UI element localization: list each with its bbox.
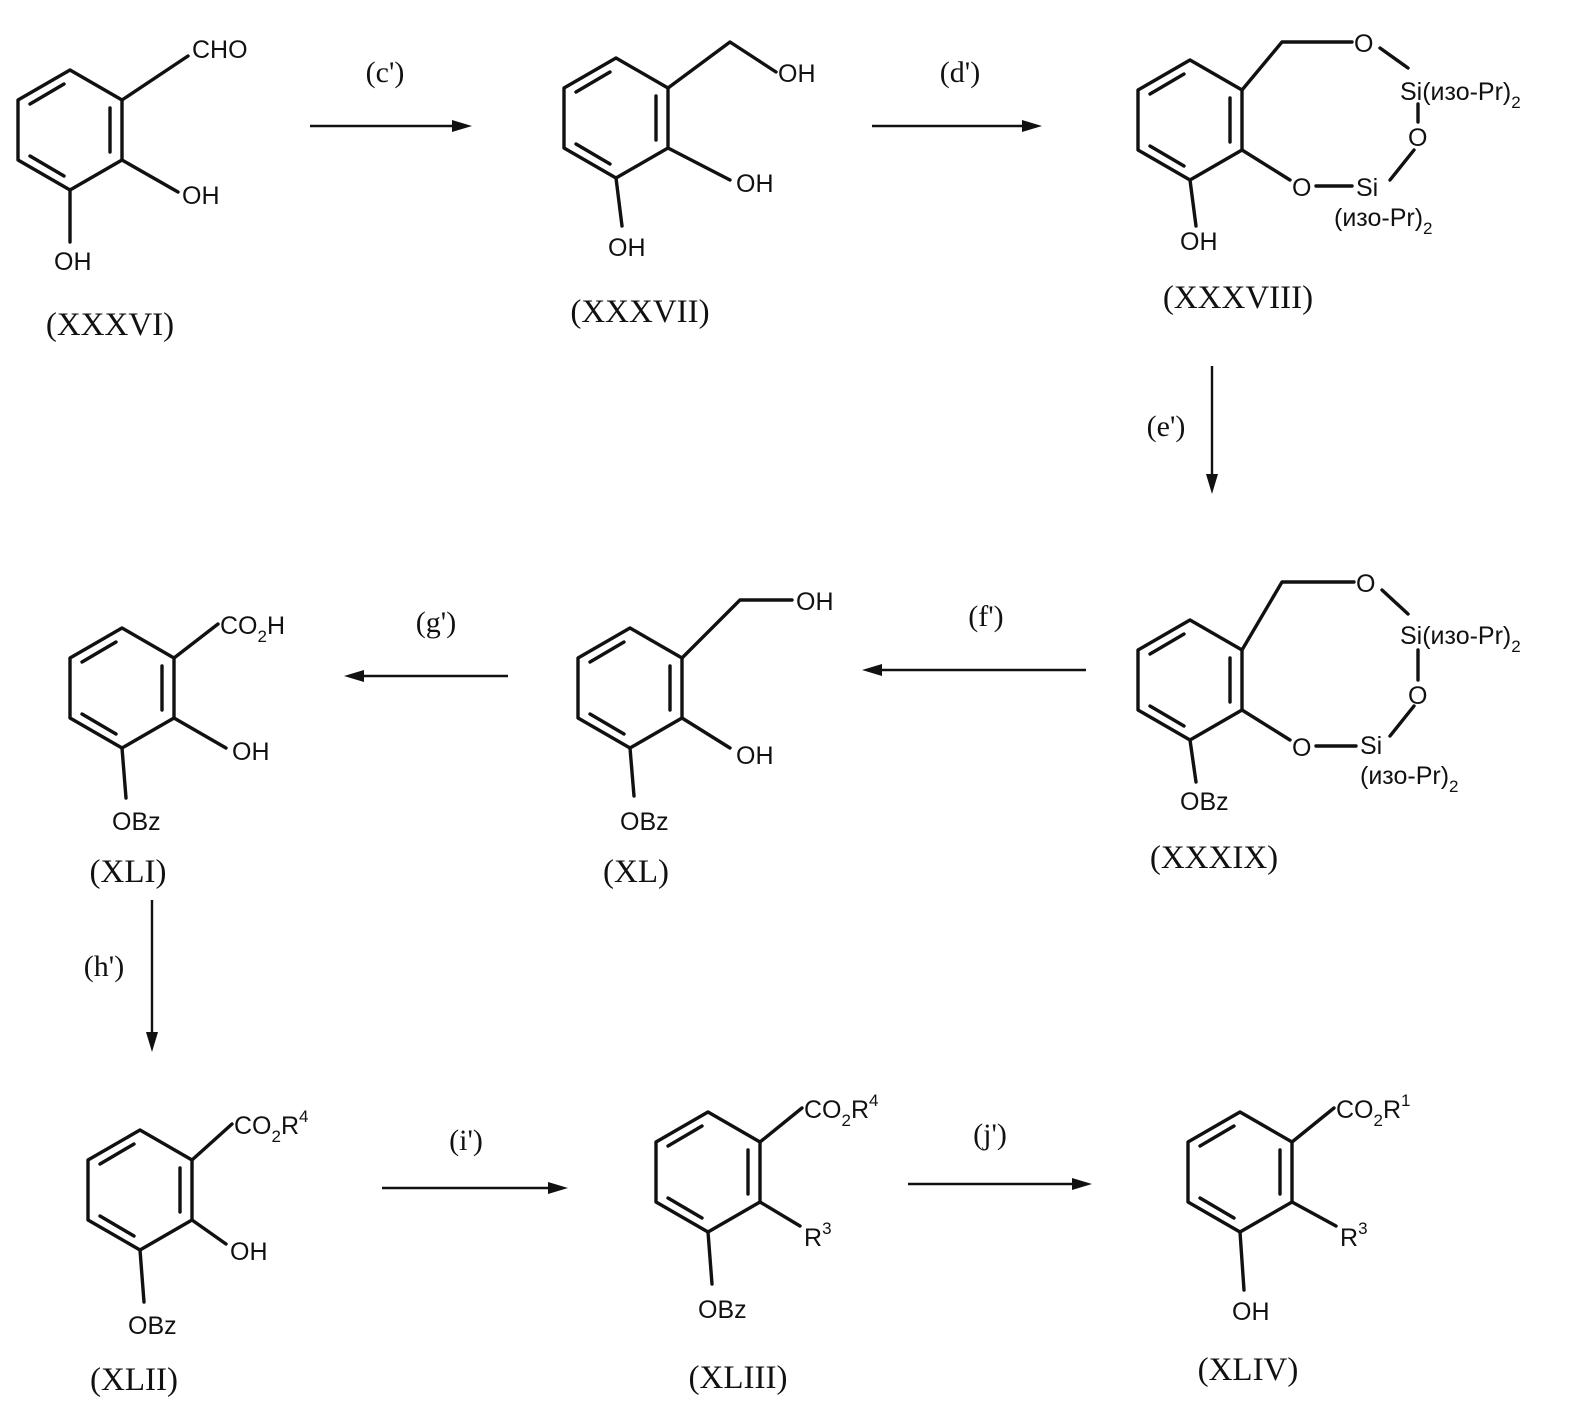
compound-XXXVII: OH OH OH (XXXVII) bbox=[564, 42, 816, 330]
iso-pr-label: (изо-Pr)2 bbox=[1360, 762, 1459, 796]
o-label: O bbox=[1356, 570, 1375, 598]
step-label-h: (h') bbox=[84, 950, 124, 983]
r3-label: R3 bbox=[804, 1219, 832, 1252]
benzene-ring bbox=[88, 1130, 192, 1250]
benzene-ring bbox=[1138, 620, 1242, 740]
step-label-j: (j') bbox=[973, 1118, 1007, 1151]
arrow-f: (f') bbox=[862, 600, 1086, 676]
cho-label: CHO bbox=[192, 36, 248, 64]
compound-id-XL: (XL) bbox=[603, 854, 669, 890]
oh-label: OH bbox=[232, 738, 270, 766]
benzene-ring bbox=[564, 58, 668, 178]
compound-id-XXXIX: (XXXIX) bbox=[1150, 840, 1278, 876]
compound-id-XLI: (XLI) bbox=[90, 854, 167, 890]
si-label: Si bbox=[1356, 174, 1378, 202]
compound-id-XXXVI: (XXXVI) bbox=[46, 307, 174, 343]
oh-label: OH bbox=[796, 588, 834, 616]
obz-label: OBz bbox=[1180, 788, 1229, 816]
o-label: O bbox=[1408, 124, 1427, 152]
co2r4-label: CO2R4 bbox=[804, 1091, 879, 1130]
oh-label: OH bbox=[736, 170, 774, 198]
obz-label: OBz bbox=[620, 808, 669, 836]
step-label-f: (f') bbox=[968, 600, 1003, 633]
o-label: O bbox=[1408, 682, 1427, 710]
oh-label: OH bbox=[1232, 1298, 1270, 1326]
oh-label: OH bbox=[182, 182, 220, 210]
step-label-g: (g') bbox=[416, 606, 456, 639]
o-label: O bbox=[1354, 30, 1373, 58]
o-label: O bbox=[1292, 174, 1311, 202]
arrow-j: (j') bbox=[908, 1118, 1092, 1190]
compound-XLIII: CO2R4 R3 OBz (XLIII) bbox=[656, 1091, 879, 1396]
compound-XXXVIII: O Si(изо-Pr)2 O O Si (изо-Pr)2 OH (XXXVI… bbox=[1138, 30, 1521, 316]
obz-label: OBz bbox=[128, 1312, 177, 1340]
si-label: Si bbox=[1360, 732, 1382, 760]
step-label-d: (d') bbox=[940, 56, 980, 89]
compound-XXXVI: CHO OH OH (XXXVI) bbox=[18, 36, 248, 343]
arrow-d: (d') bbox=[872, 56, 1042, 132]
compound-id-XLIII: (XLIII) bbox=[689, 1360, 788, 1396]
oh-label: OH bbox=[778, 60, 816, 88]
step-label-c: (c') bbox=[366, 56, 405, 89]
compound-id-XLIV: (XLIV) bbox=[1198, 1352, 1299, 1388]
oh-label: OH bbox=[608, 234, 646, 262]
compound-XL: OH OH OBz (XL) bbox=[578, 588, 834, 890]
compound-XLIV: CO2R1 R3 OH (XLIV) bbox=[1188, 1091, 1411, 1388]
co2r1-label: CO2R1 bbox=[1336, 1091, 1411, 1130]
compound-id-XXXVII: (XXXVII) bbox=[570, 294, 709, 330]
compound-XLI: CO2H OH OBz (XLI) bbox=[70, 612, 285, 890]
compound-XLII: CO2R4 OH OBz (XLII) bbox=[88, 1107, 309, 1398]
oh-label: OH bbox=[54, 248, 92, 276]
step-label-i: (i') bbox=[449, 1124, 483, 1157]
compound-id-XXXVIII: (XXXVIII) bbox=[1163, 280, 1313, 316]
obz-label: OBz bbox=[698, 1296, 747, 1324]
arrow-e: (e') bbox=[1147, 366, 1218, 494]
benzene-ring bbox=[656, 1112, 760, 1232]
co2h-label: CO2H bbox=[220, 612, 285, 646]
oh-label: OH bbox=[736, 742, 774, 770]
benzene-ring bbox=[1188, 1112, 1292, 1232]
r3-label: R3 bbox=[1340, 1219, 1368, 1252]
co2r4-label: CO2R4 bbox=[234, 1107, 309, 1146]
benzene-ring bbox=[1138, 60, 1242, 180]
arrow-g: (g') bbox=[344, 606, 508, 682]
benzene-ring bbox=[18, 70, 122, 190]
step-label-e: (e') bbox=[1147, 410, 1186, 443]
arrow-c: (c') bbox=[310, 56, 472, 132]
iso-pr-label: (изо-Pr)2 bbox=[1334, 204, 1433, 238]
oh-label: OH bbox=[230, 1238, 268, 1266]
benzene-ring bbox=[578, 628, 682, 748]
compound-XXXIX: O Si(изо-Pr)2 O O Si (изо-Pr)2 OBz (XXXI… bbox=[1138, 570, 1521, 876]
o-label: O bbox=[1292, 734, 1311, 762]
oh-label: OH bbox=[1180, 228, 1218, 256]
obz-label: OBz bbox=[112, 808, 161, 836]
arrow-i: (i') bbox=[382, 1124, 568, 1194]
arrow-h: (h') bbox=[84, 900, 158, 1052]
benzene-ring bbox=[70, 628, 174, 748]
compound-id-XLII: (XLII) bbox=[90, 1362, 178, 1398]
